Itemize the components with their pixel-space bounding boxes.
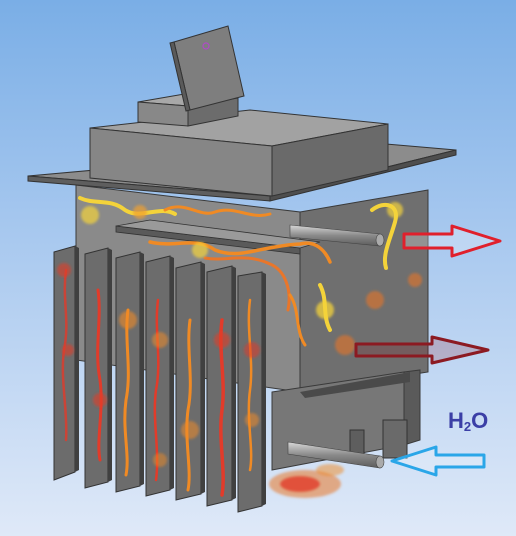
fin [115, 251, 144, 493]
water-label: H2O [448, 408, 488, 434]
fin [53, 245, 79, 481]
fin [84, 247, 112, 489]
heat-exchanger-fins [53, 245, 266, 513]
water-label-subscript: 2 [463, 419, 472, 434]
top-housing [89, 109, 389, 197]
fin [237, 271, 266, 513]
flame-pattern [78, 196, 398, 347]
flue-outlet-arrow-icon [354, 335, 490, 365]
fin [175, 261, 205, 501]
water-inlet-arrow-icon [390, 445, 486, 477]
hot-water-outlet-arrow-icon [402, 224, 502, 258]
water-label-end: O [471, 408, 489, 433]
fin-sparks [57, 263, 260, 467]
hatch-handle-icon [202, 42, 210, 50]
fin [206, 265, 236, 507]
inlet-pipe [287, 441, 385, 469]
baffle-plate [115, 219, 321, 255]
bottom-fire-glow [269, 464, 344, 498]
outlet-pipe [289, 224, 385, 247]
water-label-main: H [448, 408, 464, 433]
fin-flames [61, 268, 253, 497]
spark-clusters [81, 202, 422, 355]
fuel-hatch [137, 25, 245, 127]
